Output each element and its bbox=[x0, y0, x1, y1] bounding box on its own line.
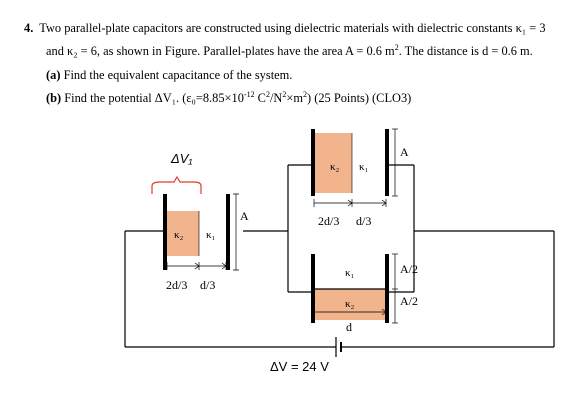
dv1-label: ΔV₁ bbox=[170, 151, 193, 166]
left-cap-dim-right-label: d/3 bbox=[200, 278, 215, 292]
top-cap-dim-left-label: 2d/3 bbox=[318, 214, 339, 228]
dv1-bracket bbox=[151, 175, 202, 194]
question-number: 4. bbox=[24, 21, 34, 35]
left-cap-area-label: A bbox=[240, 209, 249, 223]
part-b: (b) Find the potential ΔV₁. (ε₀=8.85×10-… bbox=[46, 88, 411, 108]
top-cap-area-label: A bbox=[400, 145, 409, 159]
top-cap-kappa1-label: κ₁ bbox=[359, 161, 369, 173]
left-cap-kappa2-region bbox=[166, 211, 199, 256]
bottom-cap-kappa2-label: κ₂ bbox=[345, 298, 355, 310]
part-a-label: (a) bbox=[46, 68, 61, 82]
battery-icon bbox=[335, 337, 342, 357]
bottom-cap-plate-right bbox=[385, 254, 389, 323]
top-cap-width-dim bbox=[313, 199, 387, 207]
top-cap-plate-left bbox=[311, 129, 315, 196]
part-b-label: (b) bbox=[46, 91, 62, 105]
left-cap-width-dim bbox=[166, 262, 227, 270]
part-b-text-b: C bbox=[254, 91, 266, 105]
newton-exponent: 2 bbox=[282, 89, 287, 99]
question-line-1: 4. Two parallel-plate capacitors are con… bbox=[24, 18, 546, 38]
source-label: ΔV = 24 V bbox=[270, 359, 329, 374]
left-cap-kappa1-label: κ₁ bbox=[206, 229, 216, 241]
top-cap-kappa2-label: κ₂ bbox=[330, 161, 340, 173]
eps-exponent: -12 bbox=[243, 89, 255, 99]
top-cap-area-dim bbox=[392, 128, 398, 197]
left-cap-kappa2-label: κ₂ bbox=[174, 229, 184, 241]
bottom-cap-plate-left bbox=[311, 254, 315, 323]
coulomb-exponent: 2 bbox=[265, 89, 270, 99]
top-right-capacitor: κ₂ κ₁ A 2d/3 d/3 bbox=[311, 128, 409, 228]
circuit-wires bbox=[124, 164, 555, 348]
left-cap-dim-left-label: 2d/3 bbox=[166, 278, 187, 292]
bottom-cap-kappa1-region bbox=[314, 257, 386, 289]
left-cap-kappa1-region bbox=[199, 211, 226, 256]
top-cap-kappa2-region bbox=[314, 133, 352, 193]
part-b-text-a: Find the potential ΔV₁. (ε₀=8.85×10 bbox=[64, 91, 244, 105]
bottom-cap-kappa2-region bbox=[314, 289, 386, 320]
bottom-cap-dim-label: d bbox=[346, 320, 352, 334]
question-line-2: and κ₂ = 6, as shown in Figure. Parallel… bbox=[46, 41, 533, 61]
part-b-text-d: ×m bbox=[286, 91, 303, 105]
left-cap-plate-left bbox=[163, 194, 167, 270]
question-line-1-text: Two parallel-plate capacitors are constr… bbox=[39, 21, 546, 35]
top-cap-plate-right bbox=[385, 129, 389, 196]
bottom-cap-kappa1-label: κ₁ bbox=[345, 267, 355, 279]
bottom-cap-area-bottom-label: A/2 bbox=[400, 294, 418, 308]
part-a: (a) Find the equivalent capacitance of t… bbox=[46, 65, 292, 85]
bottom-cap-area-top-label: A/2 bbox=[400, 262, 418, 276]
part-b-text-e: ) (25 Points) (CLO3) bbox=[307, 91, 412, 105]
top-cap-kappa1-region bbox=[352, 133, 386, 193]
left-capacitor: κ₂ κ₁ A 2d/3 d/3 bbox=[163, 193, 249, 292]
left-cap-plate-right bbox=[226, 194, 230, 270]
meter-exponent: 2 bbox=[303, 89, 307, 99]
part-a-text: Find the equivalent capacitance of the s… bbox=[63, 68, 293, 82]
part-b-text-c: /N bbox=[269, 91, 283, 105]
question-line-2-b: . The distance is d = 0.6 m. bbox=[398, 44, 533, 58]
bottom-cap-width-dim bbox=[313, 308, 387, 316]
top-cap-dim-right-label: d/3 bbox=[356, 214, 371, 228]
bottom-right-capacitor: κ₁ κ₂ A/2 A/2 d bbox=[311, 253, 418, 334]
question-line-2-a: and κ₂ = 6, as shown in Figure. Parallel… bbox=[46, 44, 395, 58]
bottom-cap-area-dim bbox=[392, 253, 398, 324]
area-exponent: 2 bbox=[394, 42, 399, 52]
